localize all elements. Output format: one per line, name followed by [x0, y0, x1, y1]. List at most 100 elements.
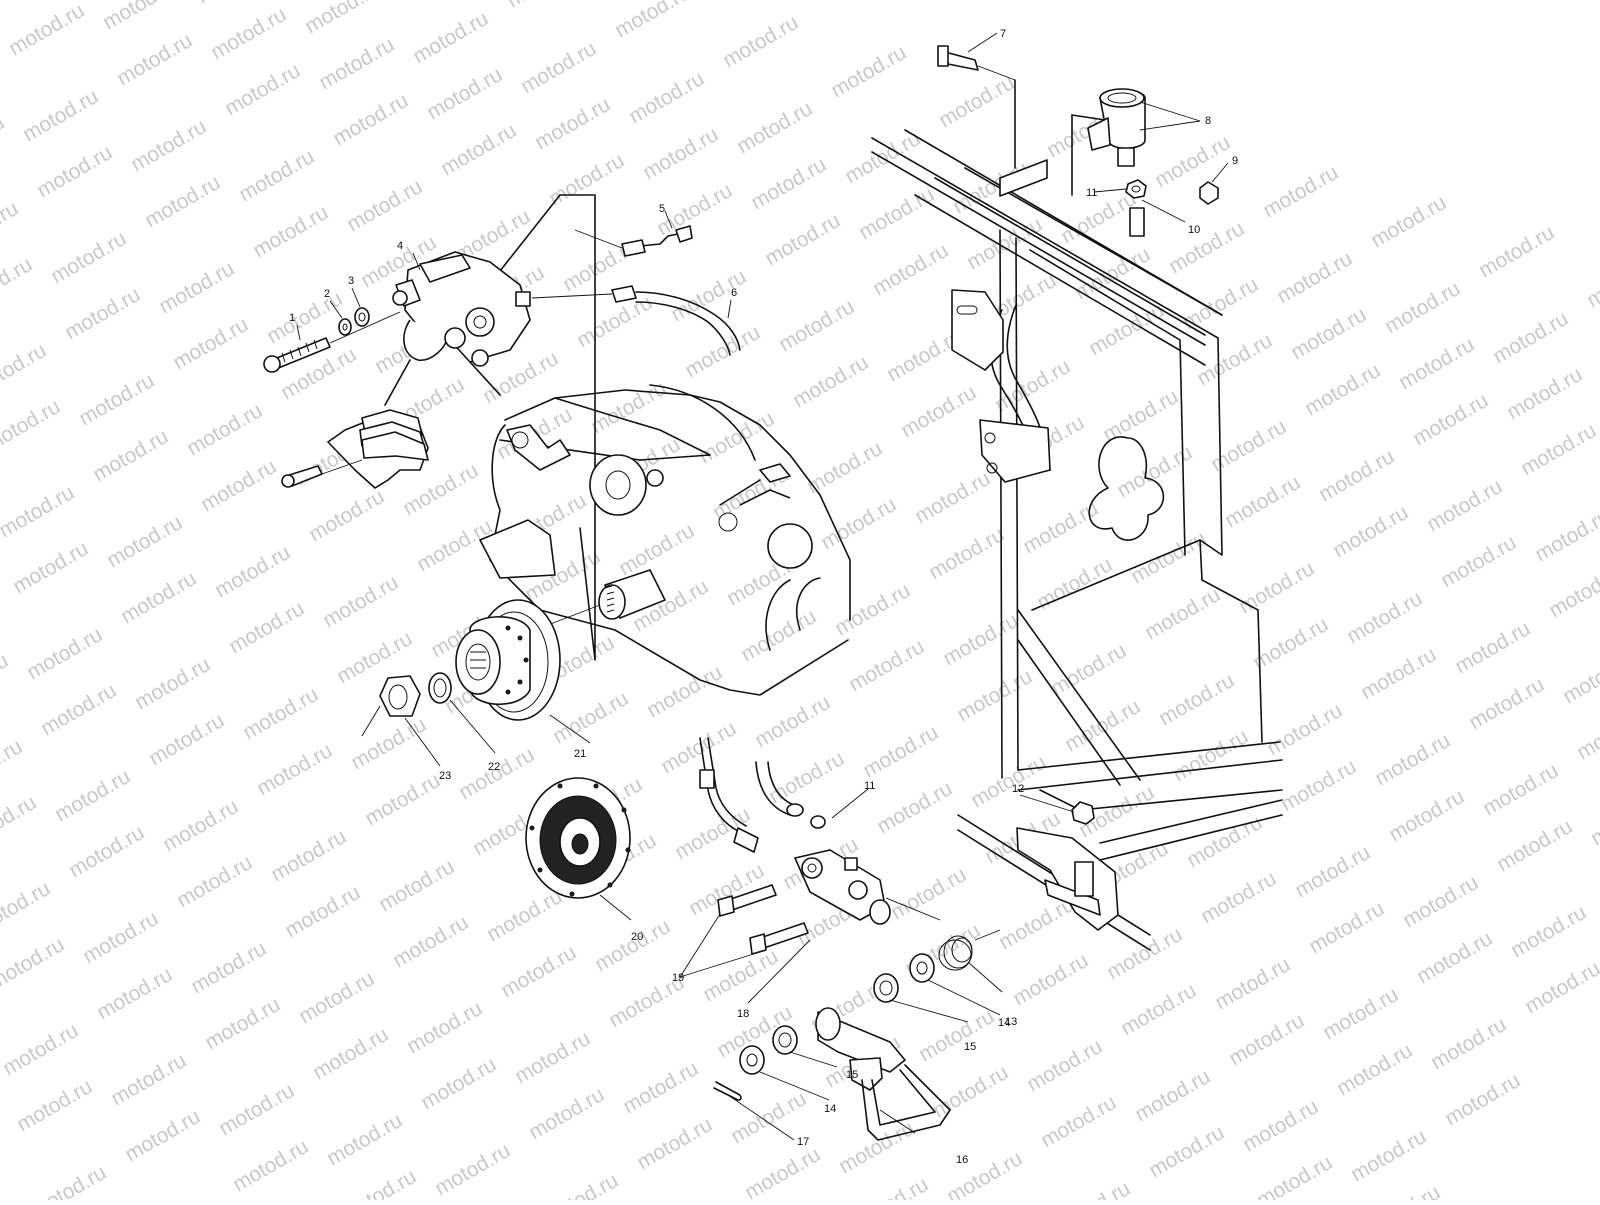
- watermark-text: motod.ru: [1273, 247, 1356, 308]
- watermark-text: motod.ru: [719, 11, 802, 72]
- callout-8: 8: [1205, 115, 1211, 127]
- watermark-text: motod.ru: [281, 881, 364, 942]
- watermark-text: motod.ru: [1009, 949, 1092, 1010]
- pedal-cylinder: [794, 849, 941, 925]
- watermark-text: motod.ru: [1287, 303, 1370, 364]
- callout-leaders: [296, 32, 1229, 1141]
- watermark-text: motod.ru: [1451, 617, 1534, 678]
- callout-2: 2: [324, 288, 330, 300]
- callout-15-left: 15: [846, 1069, 858, 1081]
- watermark-text: motod.ru: [343, 175, 426, 236]
- watermark-text: motod.ru: [611, 0, 694, 42]
- watermark-text: motod.ru: [835, 1117, 918, 1178]
- watermark-text: motod.ru: [1259, 161, 1342, 222]
- watermark-text: motod.ru: [1409, 389, 1492, 450]
- watermark-text: motod.ru: [1037, 1091, 1120, 1152]
- watermark-text: motod.ru: [389, 911, 472, 972]
- watermark-text: motod.ru: [253, 739, 336, 800]
- watermark-text: motod.ru: [1099, 385, 1182, 446]
- brake-disc-20: [525, 777, 631, 899]
- brake-caliper: [384, 251, 531, 406]
- watermark-text: motod.ru: [0, 197, 22, 258]
- watermark-text: motod.ru: [417, 1053, 500, 1114]
- watermark-text: motod.ru: [239, 683, 322, 744]
- watermark-text: motod.ru: [249, 201, 332, 262]
- watermark-text: motod.ru: [1329, 501, 1412, 562]
- watermark-text: motod.ru: [1225, 1009, 1308, 1070]
- nut-12: [1019, 794, 1095, 825]
- callout-18: 18: [737, 1008, 749, 1020]
- watermark-text: motod.ru: [159, 795, 242, 856]
- watermark-text: motod.ru: [915, 1005, 998, 1066]
- watermark-text: motod.ru: [0, 111, 8, 172]
- watermark-text: motod.ru: [235, 145, 318, 206]
- watermark-text: motod.ru: [761, 209, 844, 270]
- watermark-text: motod.ru: [0, 395, 64, 456]
- watermark-text: motod.ru: [1249, 613, 1332, 674]
- watermark-text: motod.ru: [225, 597, 308, 658]
- watermark-text: motod.ru: [827, 41, 910, 102]
- washer-22: [428, 672, 452, 704]
- callout-16: 16: [956, 1154, 968, 1166]
- watermark-text: motod.ru: [539, 1169, 622, 1200]
- watermark-text: motod.ru: [1503, 363, 1586, 424]
- brake-line: [574, 225, 693, 257]
- watermark-text: motod.ru: [517, 37, 600, 98]
- watermark-text: motod.ru: [33, 141, 116, 202]
- watermark-text: motod.ru: [511, 1027, 594, 1088]
- watermark-text: motod.ru: [9, 537, 92, 598]
- watermark-text: motod.ru: [1155, 669, 1238, 730]
- bushing-15a: [873, 973, 899, 1003]
- watermark-text: motod.ru: [1193, 329, 1276, 390]
- watermark-text: motod.ru: [1423, 475, 1506, 536]
- watermark-text: motod.ru: [1385, 785, 1468, 846]
- watermark-text: motod.ru: [1197, 867, 1280, 928]
- callout-11-lower: 11: [864, 780, 875, 792]
- watermark-text: motod.ru: [455, 743, 538, 804]
- watermark-text: motod.ru: [1151, 131, 1234, 192]
- watermark-text: motod.ru: [869, 239, 952, 300]
- watermark-text: motod.ru: [525, 1083, 608, 1144]
- watermark-text: motod.ru: [1371, 729, 1454, 790]
- watermark-text: motod.ru: [0, 933, 68, 994]
- callout-9: 9: [1232, 155, 1238, 167]
- watermark-text: motod.ru: [747, 153, 830, 214]
- watermark-text: motod.ru: [497, 941, 580, 1002]
- caliper-bolt: [263, 311, 401, 373]
- watermark-text: motod.ru: [431, 1139, 514, 1200]
- watermark-text: motod.ru: [0, 1131, 2, 1192]
- watermark-text: motod.ru: [1145, 1121, 1228, 1182]
- watermark-text: motod.ru: [437, 119, 520, 180]
- washer-3: [354, 307, 370, 327]
- watermark-text: motod.ru: [817, 493, 900, 554]
- watermark-text: motod.ru: [0, 481, 78, 542]
- brake-cable: [699, 737, 826, 853]
- callout-23: 23: [439, 770, 451, 782]
- watermark-text: motod.ru: [667, 265, 750, 326]
- watermark-text: motod.ru: [775, 295, 858, 356]
- watermark-text: motod.ru: [935, 71, 1018, 132]
- watermark-text: motod.ru: [1347, 1125, 1430, 1186]
- watermark-text: motod.ru: [207, 3, 290, 64]
- watermark-text: motod.ru: [1165, 217, 1248, 278]
- watermark-text: motod.ru: [305, 485, 388, 546]
- watermark-text: motod.ru: [625, 67, 708, 128]
- engine-case: [479, 194, 851, 696]
- callout-13: 13: [1005, 1016, 1017, 1028]
- callout-7: 7: [1000, 28, 1006, 40]
- vehicle-frame: [871, 79, 1283, 951]
- callout-19: 19: [672, 972, 684, 984]
- watermark-text: motod.ru: [639, 123, 722, 184]
- watermark-text: motod.ru: [361, 769, 444, 830]
- watermark-text: motod.ru: [27, 1161, 110, 1200]
- watermark-text: motod.ru: [103, 511, 186, 572]
- watermark-text: motod.ru: [939, 609, 1022, 670]
- brake-pedal: [815, 1007, 951, 1141]
- watermark-text: motod.ru: [1545, 561, 1600, 622]
- watermark-text: motod.ru: [37, 679, 120, 740]
- watermark-text: motod.ru: [173, 851, 256, 912]
- callout-15-right: 15: [964, 1041, 976, 1053]
- watermark-text: motod.ru: [737, 605, 820, 666]
- watermark-text: motod.ru: [1361, 1181, 1444, 1200]
- bushing-15b: [772, 1025, 798, 1055]
